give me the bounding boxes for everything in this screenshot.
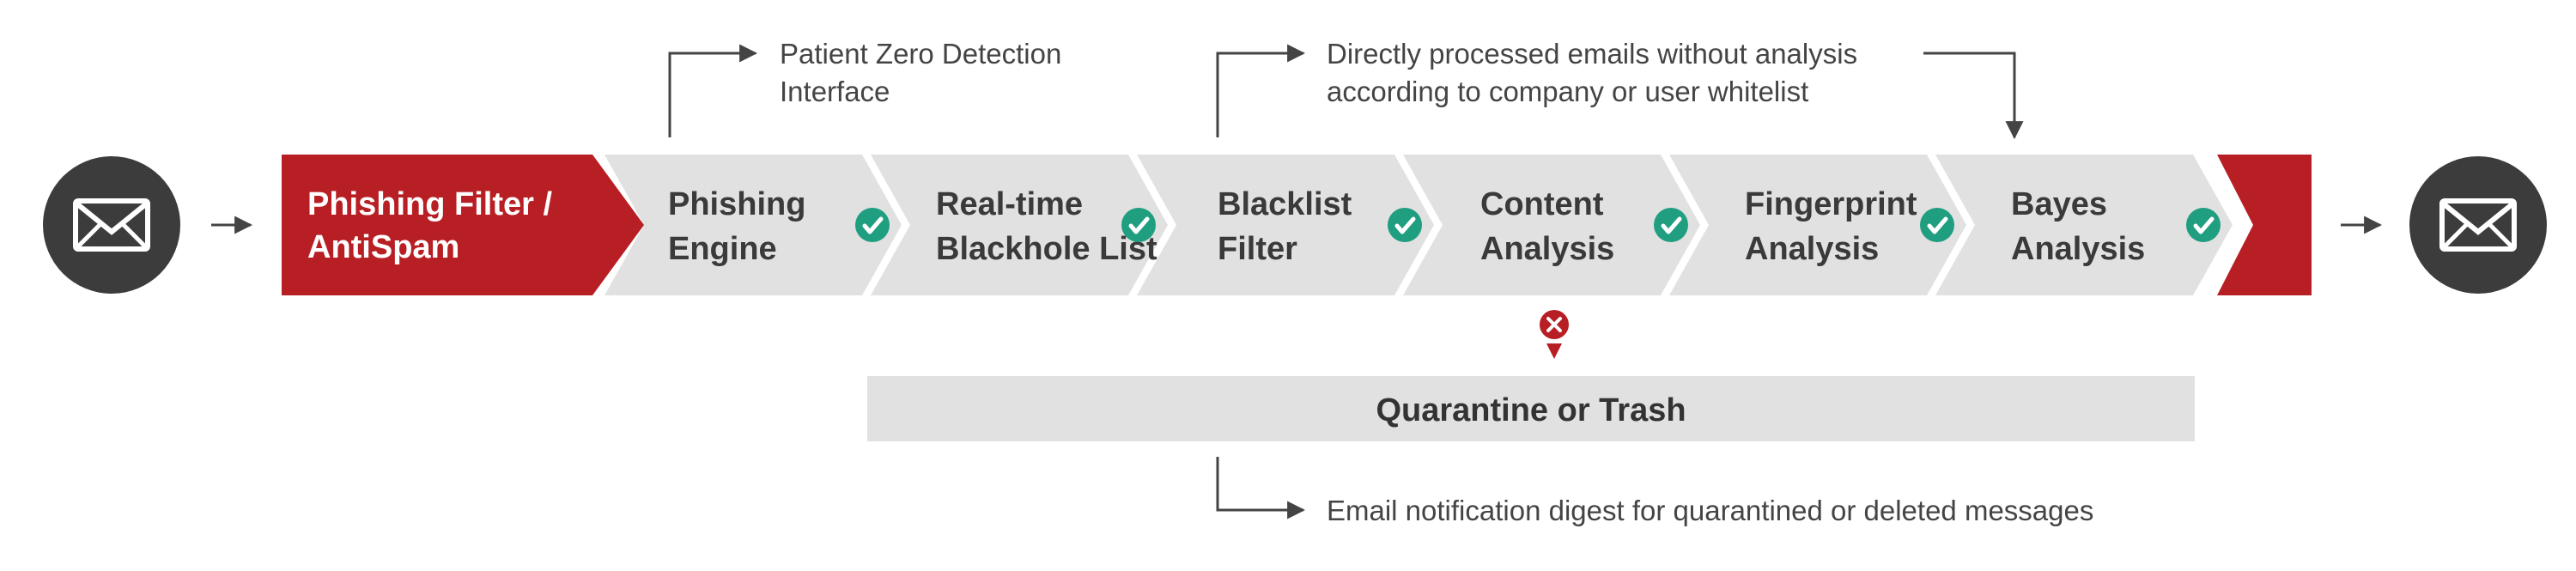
patient-zero-line2: Interface (780, 76, 890, 107)
svg-text:Patient Zero Detection Int: Patient Zero Detection Interface (780, 38, 1070, 107)
check-circle-icon (1121, 208, 1156, 242)
whitelist-line2: according to company or user whitelist (1327, 76, 1808, 107)
stage-label-content-line2: Analysis (1480, 231, 1614, 267)
start-stage-line2: AntiSpam (307, 229, 459, 265)
whitelist-connector-end (1923, 52, 2024, 140)
svg-text:Phishing Filter / AntiSpam: Phishing Filter / AntiSpam (307, 186, 562, 265)
whitelist-line1: Directly processed emails without analys… (1327, 38, 1857, 70)
input-envelope-icon (43, 156, 180, 294)
stage-chevron-phishing-engine (605, 155, 902, 295)
check-circle-icon (1654, 208, 1688, 242)
svg-text:Content Analysis: Content Analysis (1480, 186, 1614, 267)
quarantine-bar (867, 376, 2195, 441)
stage-label-phishing-engine-line2: Engine (668, 231, 777, 267)
svg-text:Directly processed emails with: Directly processed emails without analys… (1327, 38, 1865, 107)
check-circle-icon (855, 208, 890, 242)
stage-label-blacklist-line2: Filter (1218, 231, 1297, 267)
stage-chevron-blacklist-filter (1137, 155, 1434, 295)
output-envelope-icon (2409, 156, 2547, 294)
patient-zero-connector (668, 44, 758, 137)
svg-text:Fingerprint Analysis: Fingerprint Analysis (1745, 186, 1926, 267)
patient-zero-line1: Patient Zero Detection (780, 38, 1061, 70)
stage-label-blacklist-line1: Blacklist (1218, 186, 1352, 222)
check-circle-icon (2186, 208, 2221, 242)
svg-text:Bayes Analysis: Bayes Analysis (2011, 186, 2145, 267)
stage-chevron-bayes-analysis (1935, 155, 2233, 295)
start-stage-line1: Phishing Filter / (307, 186, 552, 222)
svg-text:Real-time Blackhole List: Real-time Blackhole List (936, 186, 1157, 267)
svg-text:Blacklist Filter: Blacklist Filter (1218, 186, 1361, 267)
stage-chevron-content-analysis (1403, 155, 1700, 295)
stage-label-bayes-line1: Bayes (2011, 186, 2107, 222)
stage-chevron-fingerprint-analysis (1669, 155, 1966, 295)
digest-text: Email notification digest for quarantine… (1327, 495, 2093, 526)
stage-label-fingerprint-line1: Fingerprint (1745, 186, 1917, 222)
quarantine-label: Quarantine or Trash (1376, 392, 1686, 428)
check-circle-icon (1920, 208, 1954, 242)
stage-label-realtime-line1: Real-time (936, 186, 1083, 222)
stage-chevron-phishing-filter (282, 155, 644, 295)
stage-label-bayes-line2: Analysis (2011, 231, 2145, 267)
whitelist-connector-start (1216, 44, 1306, 137)
pipeline-end-chevron (2179, 155, 2312, 295)
check-circle-icon (1388, 208, 1422, 242)
stage-label-phishing-engine-line1: Phishing (668, 186, 805, 222)
svg-text:Phishing Engine: Phishing Engine (668, 186, 815, 267)
stage-label-fingerprint-line2: Analysis (1745, 231, 1879, 267)
reject-x-circle-icon (1540, 310, 1569, 359)
stage-label-content-line1: Content (1480, 186, 1604, 222)
pipeline (282, 155, 2312, 295)
stage-chevron-realtime-blackhole-list (871, 155, 1168, 295)
digest-connector (1216, 457, 1306, 519)
stage-label-realtime-line2: Blackhole List (936, 231, 1157, 267)
